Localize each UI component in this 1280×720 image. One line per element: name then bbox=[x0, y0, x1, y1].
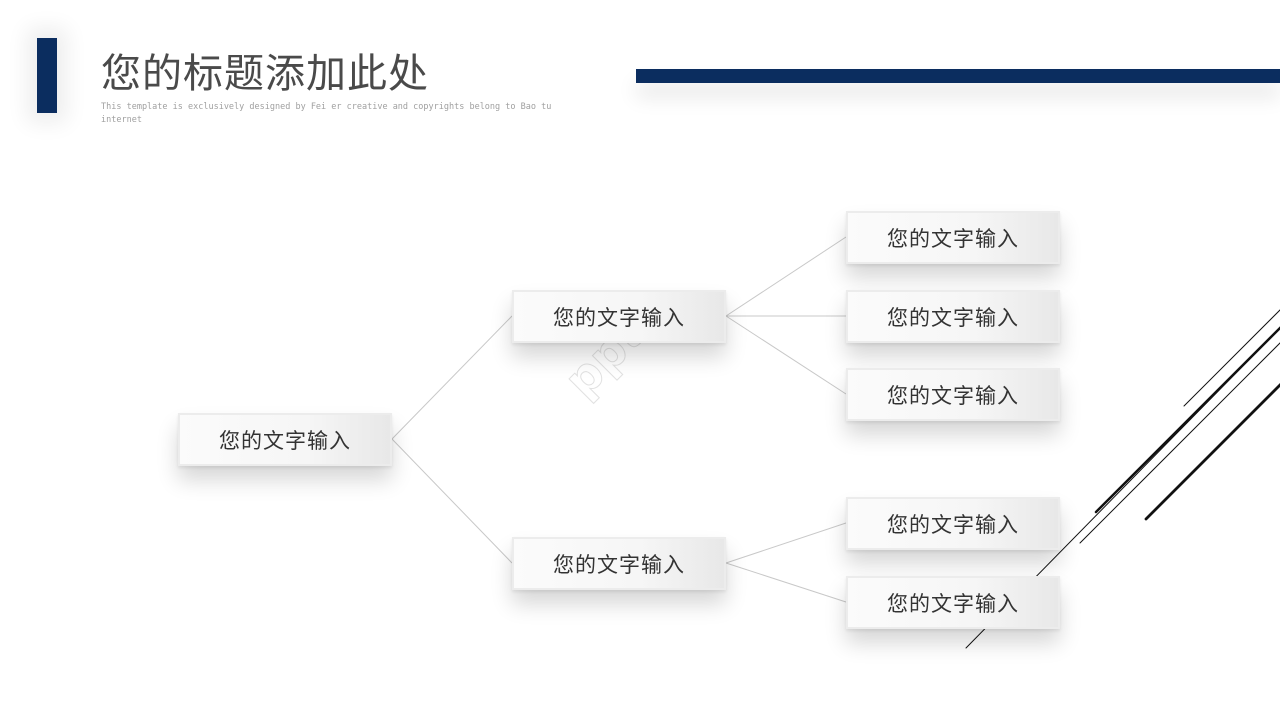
tree-root-node[interactable]: 您的文字输入 bbox=[178, 413, 392, 466]
slide-title[interactable]: 您的标题添加此处 bbox=[101, 51, 429, 97]
tree-leaf-node-1-3[interactable]: 您的文字输入 bbox=[846, 368, 1060, 421]
tree-leaf-node-2-2[interactable]: 您的文字输入 bbox=[846, 576, 1060, 629]
header-rule bbox=[636, 69, 1280, 83]
tree-branch-node-1[interactable]: 您的文字输入 bbox=[512, 290, 726, 343]
tree-branch-node-2[interactable]: 您的文字输入 bbox=[512, 537, 726, 590]
decorative-diagonal-lines bbox=[965, 309, 1280, 649]
tree-leaf-node-1-1[interactable]: 您的文字输入 bbox=[846, 211, 1060, 264]
tree-leaf-node-1-2[interactable]: 您的文字输入 bbox=[846, 290, 1060, 343]
title-accent-bar bbox=[37, 38, 57, 113]
slide-subtitle[interactable]: This template is exclusively designed by… bbox=[101, 102, 552, 125]
tree-leaf-node-2-1[interactable]: 您的文字输入 bbox=[846, 497, 1060, 550]
